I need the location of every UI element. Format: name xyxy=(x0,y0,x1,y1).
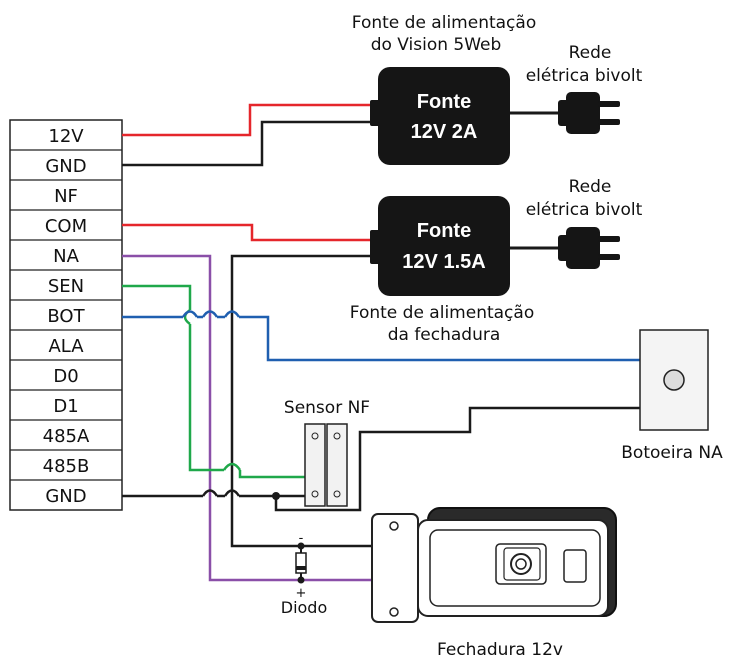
terminal-na: NA xyxy=(53,246,79,267)
psu-lock-body xyxy=(378,196,510,296)
terminal-com: COM xyxy=(45,216,87,237)
sensor-left-bar xyxy=(304,423,326,507)
door-sensor: Sensor NF xyxy=(284,398,370,507)
sensor-screw-4 xyxy=(333,490,341,498)
wire-12v-red xyxy=(122,103,380,137)
lock-label: Fechadura 12v xyxy=(437,640,563,660)
wire-na-purple xyxy=(122,254,380,582)
terminal-dividers xyxy=(10,149,122,481)
terminal-12v: 12V xyxy=(48,126,84,147)
sensor-screw-3 xyxy=(333,432,341,440)
mains-1-line2: elétrica bivolt xyxy=(526,66,643,86)
plug-1-prong-top xyxy=(598,101,620,107)
terminal-gnd-top: GND xyxy=(45,156,86,177)
lock-screw-top xyxy=(389,521,399,531)
diode-node-bottom xyxy=(297,576,305,584)
plug-2-prong-top xyxy=(598,236,620,242)
electric-lock: Fechadura 12v xyxy=(371,507,617,660)
terminal-bot: BOT xyxy=(47,306,85,327)
mains-1-line1: Rede xyxy=(569,43,612,63)
psu-lock-label-1: Fonte xyxy=(417,220,471,242)
diode-minus: - xyxy=(299,531,304,546)
psu-vision-label-2: 12V 2A xyxy=(411,121,478,143)
wire-sen-green-hop xyxy=(222,462,242,471)
wire-gnd-black xyxy=(122,120,380,167)
terminal-sen: SEN xyxy=(48,276,84,297)
psu-vision-label-1: Fonte xyxy=(417,91,471,113)
wire-bot-blue xyxy=(122,315,640,362)
mains-2-line1: Rede xyxy=(569,177,612,197)
push-button-circle-icon xyxy=(663,369,685,391)
psu-vision-body xyxy=(378,67,510,165)
lock-mount-plate xyxy=(371,513,419,623)
terminal-nf: NF xyxy=(54,186,78,207)
wire-gnd-to-button xyxy=(274,406,640,512)
psu-lock-label-2: 12V 1.5A xyxy=(402,251,485,273)
plug-2-icon xyxy=(558,227,620,269)
wire-bot-hop3 xyxy=(223,310,241,318)
psu-vision-caption-2: do Vision 5Web xyxy=(371,35,502,55)
wire-gnd2-hop2 xyxy=(223,489,241,497)
wire-bot-hop2 xyxy=(201,310,219,318)
terminal-485a: 485A xyxy=(43,426,90,447)
diode-node-top xyxy=(297,542,305,550)
diode: - + Diodo xyxy=(281,531,328,617)
terminal-block: 12V GND NF COM NA SEN BOT ALA D0 D1 485A… xyxy=(9,119,123,511)
wire-psu-lock-black xyxy=(230,254,380,548)
diode-body xyxy=(295,552,307,574)
plug-1-prong-bottom xyxy=(598,119,620,125)
psu-vision-tab xyxy=(370,100,380,126)
push-button-label: Botoeira NA xyxy=(621,443,723,463)
terminal-gnd-bottom: GND xyxy=(45,486,86,507)
lock-button xyxy=(563,549,587,583)
terminal-block-frame xyxy=(9,119,123,511)
psu-lock-caption-2: da fechadura xyxy=(388,325,501,345)
push-button: Botoeira NA xyxy=(621,329,723,463)
plug-1-body xyxy=(566,92,600,134)
mains-2-line2: elétrica bivolt xyxy=(526,200,643,220)
sensor-right-bar xyxy=(326,423,348,507)
wire-bot-hop1 xyxy=(181,310,199,318)
diode-band xyxy=(296,566,306,570)
terminal-485b: 485B xyxy=(43,456,90,477)
terminal-d0: D0 xyxy=(53,366,78,387)
sensor-label: Sensor NF xyxy=(284,398,370,418)
wire-com-red xyxy=(122,223,380,242)
terminal-ala: ALA xyxy=(48,336,84,357)
plug-1-icon xyxy=(558,92,620,134)
sensor-screw-1 xyxy=(311,432,319,440)
psu-lock-tab xyxy=(370,230,380,264)
terminal-d1: D1 xyxy=(53,396,78,417)
psu-vision: Fonte 12V 2A Fonte de alimentação do Vis… xyxy=(352,13,560,165)
junction-dot xyxy=(272,492,280,500)
lock-keyhole-inner xyxy=(515,558,527,570)
diode-plus: + xyxy=(296,586,307,601)
plug-2-body xyxy=(566,227,600,269)
lock-face xyxy=(429,529,601,607)
psu-vision-caption-1: Fonte de alimentação xyxy=(352,13,536,33)
diode-label: Diodo xyxy=(281,598,328,617)
wire-sen-green xyxy=(122,284,305,479)
psu-lock-caption-1: Fonte de alimentação xyxy=(350,303,534,323)
wire-gnd2-hop1 xyxy=(201,489,219,497)
plug-2-prong-bottom xyxy=(598,254,620,260)
lock-screw-bottom xyxy=(389,607,399,617)
psu-lock: Fonte 12V 1.5A Fonte de alimentação da f… xyxy=(350,196,560,345)
sensor-screw-2 xyxy=(311,490,319,498)
